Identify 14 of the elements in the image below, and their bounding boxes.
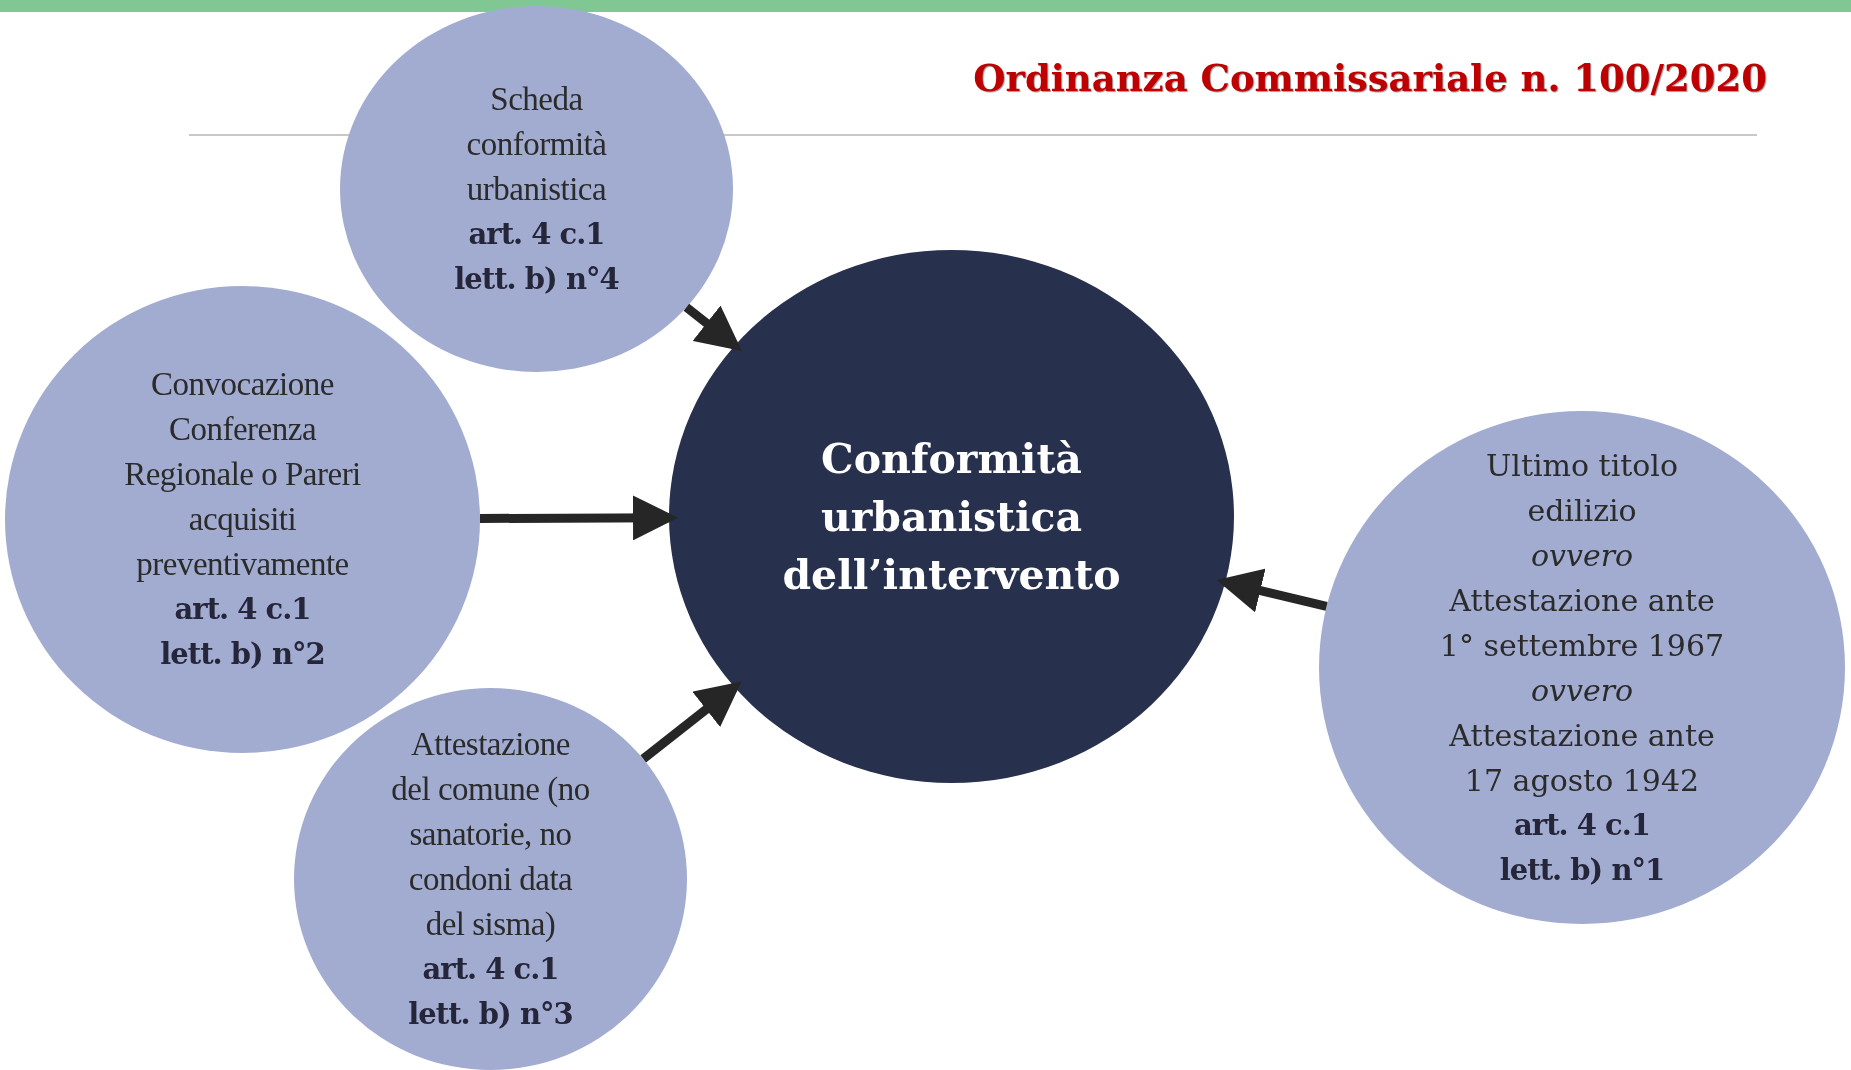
node-text: art. 4 c.1 lett. b) n°2 bbox=[159, 591, 326, 673]
node-text: Attestazione del comune (no sanatorie, no condoni data del sisma) bbox=[390, 724, 591, 944]
node-text: art. 4 c.1 lett. b) n°1 bbox=[1498, 806, 1666, 889]
node-text: Conformità urbanistica dell’intervento bbox=[781, 433, 1122, 601]
arrow bbox=[479, 495, 678, 541]
node-text: art. 4 c.1 lett. b) n°4 bbox=[453, 215, 620, 298]
node-text: Convocazione Conferenza Regionale o Pareri acquisiti preventivamente bbox=[123, 365, 362, 584]
arrow bbox=[1216, 568, 1328, 613]
title: Ordinanza Commissariale n. 100/2020 bbox=[973, 56, 1767, 100]
node-text: Scheda conformità urbanistica bbox=[465, 79, 608, 209]
node-text: art. 4 c.1 lett. b) n°3 bbox=[407, 950, 574, 1033]
node-text: Ultimo titolo edilizio ovvero Attestazione ante 1° settembre 1967 ovvero Attestazione ante 17 agosto 1942 bbox=[1438, 446, 1726, 800]
arrow bbox=[683, 303, 742, 352]
arrow bbox=[640, 681, 742, 763]
